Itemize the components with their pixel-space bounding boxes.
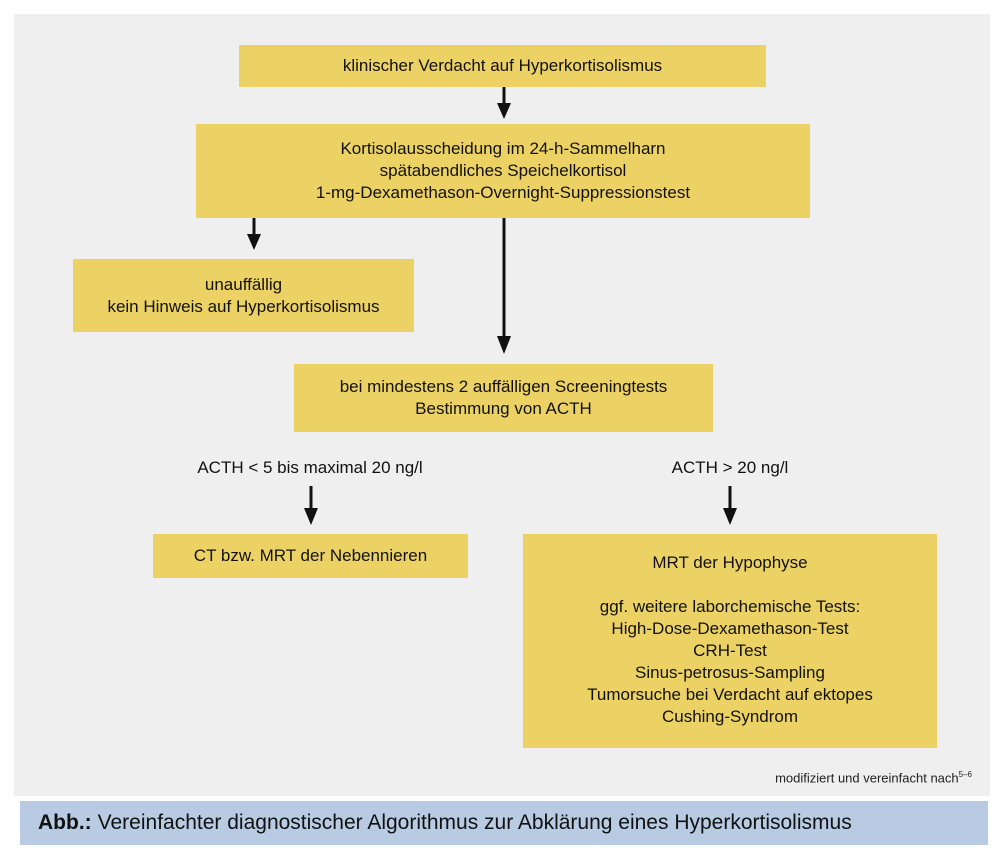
box-unremarkable: unauffällig kein Hinweis auf Hyperkortis… xyxy=(73,259,414,332)
source-note-reference: 5–6 xyxy=(958,770,972,779)
caption-prefix: Abb.: xyxy=(38,811,92,834)
box-line: spätabendliches Speichelkortisol xyxy=(379,161,627,180)
source-note-text: modifiziert und vereinfacht nach xyxy=(775,770,959,786)
box-line: Cushing-Syndrom xyxy=(661,707,799,726)
box-line: CT bzw. MRT der Nebennieren xyxy=(193,546,428,565)
box-line: Sinus-petrosus-Sampling xyxy=(635,663,825,682)
box-line: kein Hinweis auf Hyperkortisolismus xyxy=(107,296,380,316)
caption-text: Vereinfachter diagnostischer Algorithmus… xyxy=(97,811,852,834)
box-line: 1-mg-Dexamethason-Overnight-Suppressions… xyxy=(315,183,691,202)
box-screening-tests: Kortisolausscheidung im 24-h-Sammelharn … xyxy=(196,124,810,218)
branch-label-high-acth: ACTH > 20 ng/l xyxy=(671,458,789,477)
box-adrenal-imaging: CT bzw. MRT der Nebennieren xyxy=(153,534,468,578)
box-line: ggf. weitere laborchemische Tests: xyxy=(599,597,861,616)
branch-label-low-acth: ACTH < 5 bis maximal 20 ng/l xyxy=(197,458,423,477)
box-line: klinischer Verdacht auf Hyperkortisolism… xyxy=(342,56,663,75)
box-line: bei mindestens 2 auffälligen Screeningte… xyxy=(339,377,668,396)
source-note: modifiziert und vereinfacht nach5–6 xyxy=(775,770,972,785)
box-pituitary-imaging: MRT der Hypophyse ggf. weitere laborchem… xyxy=(523,534,937,748)
figure-caption: Abb.: Vereinfachter diagnostischer Algor… xyxy=(20,801,988,845)
box-acth-determination: bei mindestens 2 auffälligen Screeningte… xyxy=(294,364,713,432)
box-clinical-suspicion: klinischer Verdacht auf Hyperkortisolism… xyxy=(239,45,766,87)
box-line: unauffällig xyxy=(204,274,283,294)
box-line: Tumorsuche bei Verdacht auf ektopes xyxy=(587,685,873,704)
box-line: CRH-Test xyxy=(693,641,767,660)
box-line: Kortisolausscheidung im 24-h-Sammelharn xyxy=(340,139,666,158)
box-line: MRT der Hypophyse xyxy=(652,553,808,572)
box-line: High-Dose-Dexamethason-Test xyxy=(611,619,849,638)
box-line: Bestimmung von ACTH xyxy=(415,399,592,418)
